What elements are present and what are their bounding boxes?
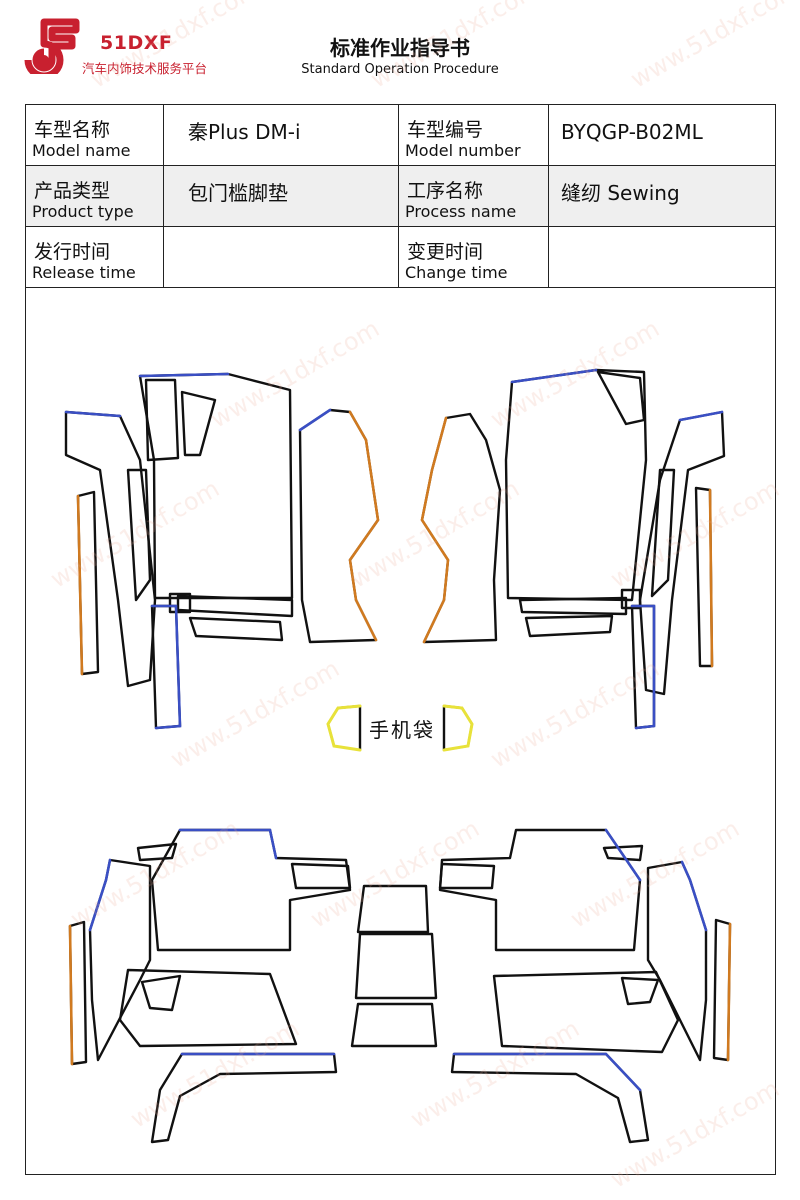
model-name-value: 秦Plus DM-i	[188, 120, 301, 144]
process-name-value: 缝纫 Sewing	[561, 181, 680, 205]
label-en: Model number	[405, 141, 521, 160]
label-cell: 发行时间 Release time	[25, 226, 164, 288]
info-row-product: 产品类型 Product type 包门槛脚垫 工序名称 Process nam…	[25, 165, 776, 227]
label-cell: 工序名称 Process name	[398, 165, 549, 227]
brand-logo: 51DXF 汽车内饰技术服务平台	[22, 16, 252, 80]
info-table: 车型名称 Model name 秦Plus DM-i 车型编号 Model nu…	[25, 104, 776, 288]
value-cell: 缝纫 Sewing	[548, 165, 776, 227]
label-cn: 车型名称	[34, 119, 111, 141]
label-cn: 产品类型	[34, 180, 111, 202]
label-cell: 车型名称 Model name	[25, 104, 164, 166]
info-row-dates: 发行时间 Release time 变更时间 Change time	[25, 226, 776, 288]
label-cn: 车型编号	[407, 119, 484, 141]
logo-name: 51DXF	[100, 32, 173, 54]
label-en: Release time	[32, 263, 136, 282]
label-cn: 发行时间	[34, 241, 111, 263]
value-cell: BYQGP-B02ML	[548, 104, 776, 166]
value-cell: 秦Plus DM-i	[163, 104, 399, 166]
info-row-model: 车型名称 Model name 秦Plus DM-i 车型编号 Model nu…	[25, 104, 776, 166]
value-cell	[163, 226, 399, 288]
document-subtitle: Standard Operation Procedure	[301, 62, 499, 77]
model-number-value: BYQGP-B02ML	[561, 120, 703, 144]
label-cell: 车型编号 Model number	[398, 104, 549, 166]
label-cell: 变更时间 Change time	[398, 226, 549, 288]
label-en: Change time	[405, 263, 508, 282]
value-cell: 包门槛脚垫	[163, 165, 399, 227]
label-cn: 变更时间	[407, 241, 484, 263]
watermark: www.51dxf.com	[625, 0, 800, 94]
label-en: Process name	[405, 202, 517, 221]
product-type-value: 包门槛脚垫	[188, 181, 288, 205]
51dxf-logo-icon	[24, 18, 80, 74]
logo-subtitle: 汽车内饰技术服务平台	[82, 61, 208, 76]
label-en: Model name	[32, 141, 131, 160]
label-cn: 工序名称	[407, 180, 484, 202]
diagram-frame	[25, 287, 776, 1175]
document-title: 标准作业指导书	[330, 36, 470, 60]
phone-bag-label: 手机袋	[369, 718, 435, 742]
label-cell: 产品类型 Product type	[25, 165, 164, 227]
label-en: Product type	[32, 202, 134, 221]
value-cell	[548, 226, 776, 288]
